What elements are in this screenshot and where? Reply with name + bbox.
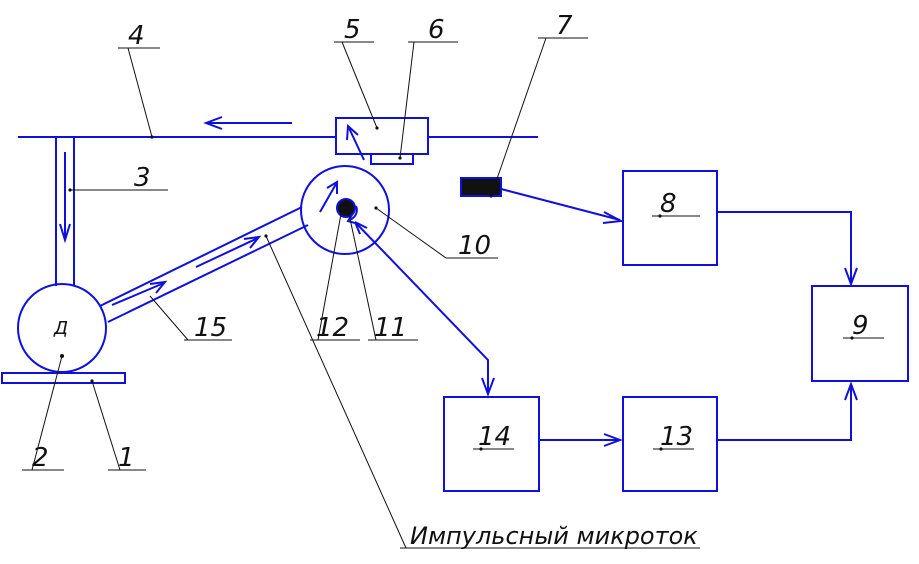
label-15: 15 <box>194 313 227 343</box>
shaft-rotation-arrowhead <box>346 214 356 224</box>
flow-arrows-inclined <box>111 235 262 306</box>
shaft <box>336 198 356 218</box>
label-3: 3 <box>134 163 151 193</box>
link-wheel-to-14 <box>354 221 495 397</box>
label-11: 11 <box>374 313 407 343</box>
engine-mark: Д <box>53 318 68 339</box>
sensor-block <box>335 117 429 155</box>
block-9 <box>811 285 909 382</box>
engine-base <box>1 372 126 384</box>
label-10: 10 <box>458 231 491 261</box>
block-14 <box>443 396 540 492</box>
inclined-pipe <box>99 206 309 323</box>
link-13-to-9 <box>717 381 858 441</box>
leader-lines <box>22 37 884 549</box>
label-2: 2 <box>32 443 49 473</box>
vertical-pipe <box>55 137 75 286</box>
label-8: 8 <box>660 189 677 219</box>
label-1: 1 <box>118 443 135 473</box>
label-7: 7 <box>556 11 573 41</box>
label-12: 12 <box>316 313 349 343</box>
pulse-source <box>460 177 502 197</box>
wheel <box>300 165 390 255</box>
caption-pulse-microcurrent: Импульсный микроток <box>410 522 698 550</box>
label-5: 5 <box>344 15 361 45</box>
label-4: 4 <box>128 21 145 51</box>
sensor-arrow <box>346 123 365 161</box>
engine-circle <box>17 283 107 373</box>
flow-arrow-left <box>203 116 292 130</box>
label-13: 13 <box>660 422 693 452</box>
label-9: 9 <box>852 311 869 341</box>
wheel-rotation-arrow <box>319 180 338 213</box>
label-6: 6 <box>428 15 445 45</box>
flow-arrow-down <box>59 152 71 244</box>
link-7-to-8 <box>500 188 625 224</box>
sensor-holder <box>370 153 414 165</box>
link-14-to-13 <box>539 433 623 447</box>
link-8-to-9 <box>717 211 858 287</box>
label-14: 14 <box>478 422 511 452</box>
block-8 <box>622 170 718 266</box>
block-13 <box>622 396 718 492</box>
